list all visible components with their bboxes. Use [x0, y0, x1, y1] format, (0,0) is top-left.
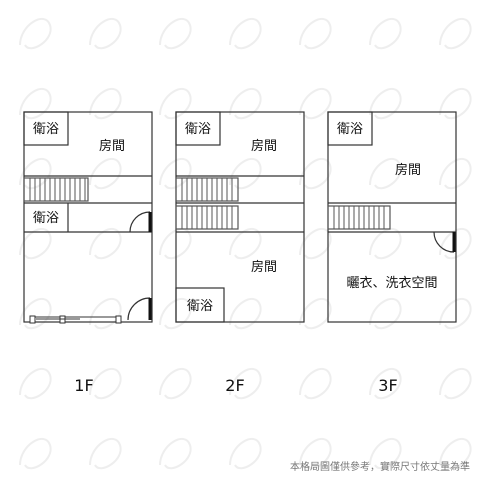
room-label-1f-bath-top: 衛浴 — [33, 122, 59, 137]
floor-plan-1f — [23, 111, 153, 324]
room-label-2f-bath-top: 衛浴 — [185, 122, 211, 137]
stair-steps-3f — [333, 206, 385, 229]
staircase-1f — [23, 177, 89, 202]
stair-steps-2f-lower — [181, 206, 233, 229]
floor-plan-2f — [175, 111, 305, 323]
stair-steps-1f — [29, 178, 86, 201]
disclaimer-footnote: 本格局圖僅供參考，實際尺寸依丈量為準 — [290, 460, 470, 473]
room-label-1f-bath-mid: 衛浴 — [33, 211, 59, 226]
stair-steps-2f-upper — [181, 178, 233, 201]
bathroom-box-3f — [327, 111, 373, 146]
door-swing-1f-lower — [127, 297, 151, 321]
bathroom-box-2f-bottom — [175, 287, 225, 323]
room-label-3f-laundry: 曬衣、洗衣空間 — [346, 275, 437, 291]
room-label-1f-bedroom: 房間 — [99, 138, 125, 154]
room-label-3f-bath: 衛浴 — [337, 122, 363, 137]
floor-label-2f: 2F — [225, 376, 244, 395]
room-label-2f-bath-bottom: 衛浴 — [187, 299, 213, 314]
door-swing-3f — [433, 231, 455, 253]
floor-plan-3f — [327, 111, 457, 323]
sliding-door-1f — [29, 315, 122, 324]
room-label-2f-bedroom-bottom: 房間 — [251, 259, 277, 275]
room-label-2f-bedroom-top: 房間 — [251, 138, 277, 154]
door-swing-1f-upper — [129, 211, 151, 233]
bathroom-box-2f-top — [175, 111, 221, 146]
bathroom-box-1f-top — [23, 111, 69, 146]
floor-label-1f: 1F — [74, 376, 93, 395]
room-label-3f-bedroom: 房間 — [395, 162, 421, 178]
floor-label-3f: 3F — [378, 376, 397, 395]
